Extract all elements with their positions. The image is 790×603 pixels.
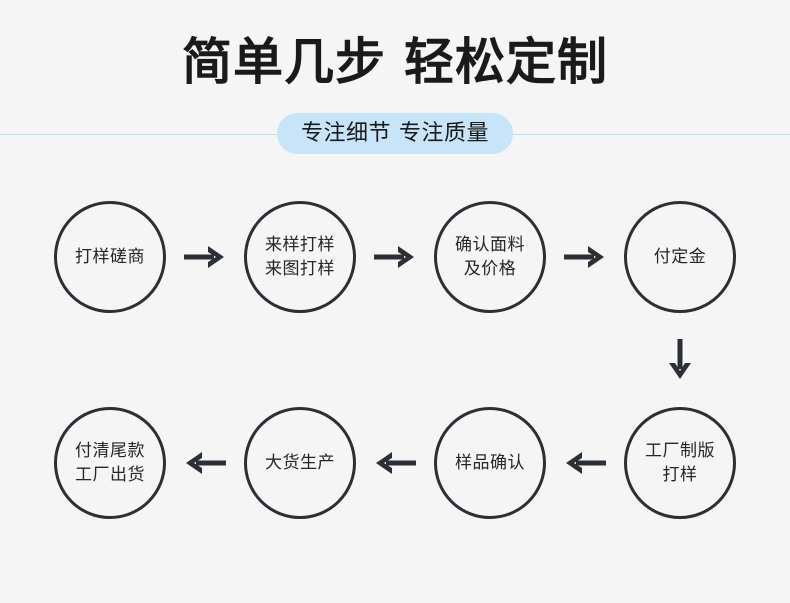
flow-node-step-1[interactable]: 打样磋商 (54, 201, 166, 313)
flow-node-label: 大货生产 (265, 453, 335, 473)
flow-node-step-5[interactable]: 工厂制版 打样 (624, 407, 736, 519)
flow-node-label: 确认面料 及价格 (455, 235, 525, 279)
arrow-right-icon (562, 242, 608, 272)
flow-node-label: 付清尾款 工厂出货 (75, 441, 145, 485)
flow-node-label: 付定金 (653, 247, 707, 267)
flow-node-step-8[interactable]: 付清尾款 工厂出货 (54, 407, 166, 519)
arrow-down-icon (665, 337, 695, 383)
flow-node-step-2[interactable]: 来样打样 来图打样 (244, 201, 356, 313)
flow-node-label: 工厂制版 打样 (645, 441, 715, 485)
flow-node-label: 来样打样 来图打样 (265, 235, 335, 279)
page-title-part1: 简单几步 (182, 33, 386, 91)
subtitle-badge-part2: 专注质量 (399, 121, 490, 146)
process-flow-diagram: 打样磋商 来样打样 来图打样 确认面料 及价格 付定金 (0, 175, 790, 603)
arrow-left-icon (562, 448, 608, 478)
arrow-left-icon (182, 448, 228, 478)
subtitle-badge: 专注细节专注质量 (276, 113, 514, 154)
flow-node-label: 打样磋商 (75, 247, 145, 267)
flow-node-step-4[interactable]: 付定金 (624, 201, 736, 313)
page-title: 简单几步轻松定制 (0, 32, 790, 92)
flow-node-step-3[interactable]: 确认面料 及价格 (434, 201, 546, 313)
subtitle-badge-wrapper: 专注细节专注质量 (0, 113, 790, 154)
subtitle-badge-part1: 专注细节 (300, 121, 391, 146)
header-section: 简单几步轻松定制 专注细节专注质量 (0, 0, 790, 175)
page-title-part2: 轻松定制 (404, 33, 608, 91)
flow-node-step-6[interactable]: 样品确认 (434, 407, 546, 519)
flow-node-label: 样品确认 (455, 453, 525, 473)
arrow-right-icon (182, 242, 228, 272)
flow-node-step-7[interactable]: 大货生产 (244, 407, 356, 519)
arrow-right-icon (372, 242, 418, 272)
arrow-left-icon (372, 448, 418, 478)
